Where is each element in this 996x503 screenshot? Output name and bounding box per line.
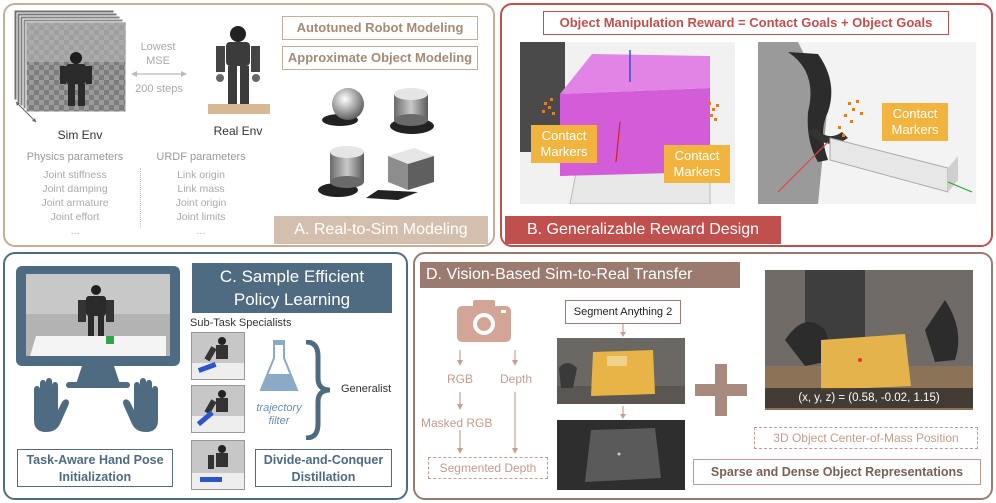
hand-pose-init-box: Task-Aware Hand Pose Initialization xyxy=(17,449,173,487)
physics-item: Joint armature xyxy=(41,197,109,209)
hand-icon-left xyxy=(28,378,72,434)
urdf-item: Link mass xyxy=(177,183,225,195)
specialist-thumb-3 xyxy=(191,440,245,490)
divide-conquer-box: Divide-and-Conquer Distillation xyxy=(255,449,392,487)
trajectory-filter-label: trajectory filter xyxy=(256,402,302,427)
primitive-shapes xyxy=(318,80,448,200)
urdf-parameters-title: URDF parameters xyxy=(156,151,246,163)
rgb-label: RGB xyxy=(446,372,473,386)
urdf-parameters-list: Link origin Link mass Joint origin Joint… xyxy=(140,168,262,238)
physics-item: Joint damping xyxy=(42,183,108,195)
curly-brace-icon xyxy=(302,340,332,440)
monitor-icon xyxy=(16,266,180,390)
double-arrow-icon xyxy=(131,69,187,79)
segmented-depth-box: Segmented Depth xyxy=(428,457,548,479)
panel-b-label: B. Generalizable Reward Design xyxy=(505,216,781,244)
flask-icon xyxy=(259,340,299,394)
segmented-depth-image xyxy=(557,420,685,490)
plus-icon xyxy=(693,362,749,418)
specialist-thumb-1 xyxy=(191,332,245,380)
physics-parameters-list: Joint stiffness Joint damping Joint arma… xyxy=(14,168,136,238)
camera-icon xyxy=(457,298,511,342)
urdf-item: ... xyxy=(196,225,206,237)
panel-c-title: C. Sample Efficient Policy Learning xyxy=(192,263,392,313)
masked-rgb-label: Masked RGB xyxy=(421,416,493,430)
flow-arrows xyxy=(440,344,630,464)
physics-item: Joint stiffness xyxy=(43,169,107,181)
contact-markers-tag-hand: Contact Markers xyxy=(882,103,948,141)
depth-label: Depth xyxy=(499,372,533,386)
physics-item: Joint effort xyxy=(50,211,100,223)
steps-label: 200 steps xyxy=(135,83,183,95)
masked-arrow-icon xyxy=(619,406,627,420)
urdf-item: Joint limits xyxy=(176,211,226,223)
physics-item: ... xyxy=(70,225,80,237)
real-env-label: Real Env xyxy=(213,124,263,138)
sim-env-image-stack xyxy=(14,10,126,126)
sim-env-label: Sim Env xyxy=(57,128,103,142)
segment-arrow-icon xyxy=(619,324,627,338)
specialist-thumb-2 xyxy=(191,385,245,433)
approximate-object-modeling-box: Approximate Object Modeling xyxy=(282,46,478,70)
com-position-box: 3D Object Center-of-Mass Position xyxy=(754,427,978,449)
autotuned-robot-modeling-box: Autotuned Robot Modeling xyxy=(282,16,478,40)
sparse-dense-box: Sparse and Dense Object Representations xyxy=(693,459,981,485)
real-robot-image xyxy=(202,22,272,118)
segment-anything-box: Segment Anything 2 xyxy=(565,300,681,324)
dotted-divider xyxy=(140,168,141,228)
com-coordinates-readout: (x, y, z) = (0.58, -0.02, 1.15) xyxy=(765,388,973,408)
panel-d-title: D. Vision-Based Sim-to-Real Transfer xyxy=(420,262,740,288)
reward-equation-title: Object Manipulation Reward = Contact Goa… xyxy=(543,11,949,35)
lowest-mse-label: Lowest MSE xyxy=(140,41,176,67)
contact-markers-tag-right: Contact Markers xyxy=(664,145,730,183)
panel-d xyxy=(413,252,993,500)
hand-icon-right xyxy=(120,378,164,434)
panel-a-label: A. Real-to-Sim Modeling xyxy=(274,216,488,244)
panel-a xyxy=(3,3,495,247)
urdf-item: Joint origin xyxy=(175,197,227,209)
sub-task-specialists-label: Sub-Task Specialists xyxy=(190,317,292,329)
contact-markers-tag-left: Contact Markers xyxy=(531,125,597,163)
generalist-label: Generalist xyxy=(341,383,392,395)
urdf-item: Link origin xyxy=(177,169,225,181)
masked-rgb-image xyxy=(557,338,685,404)
physics-parameters-title: Physics parameters xyxy=(26,151,124,163)
panel-b xyxy=(500,3,993,247)
panel-c xyxy=(3,252,408,500)
